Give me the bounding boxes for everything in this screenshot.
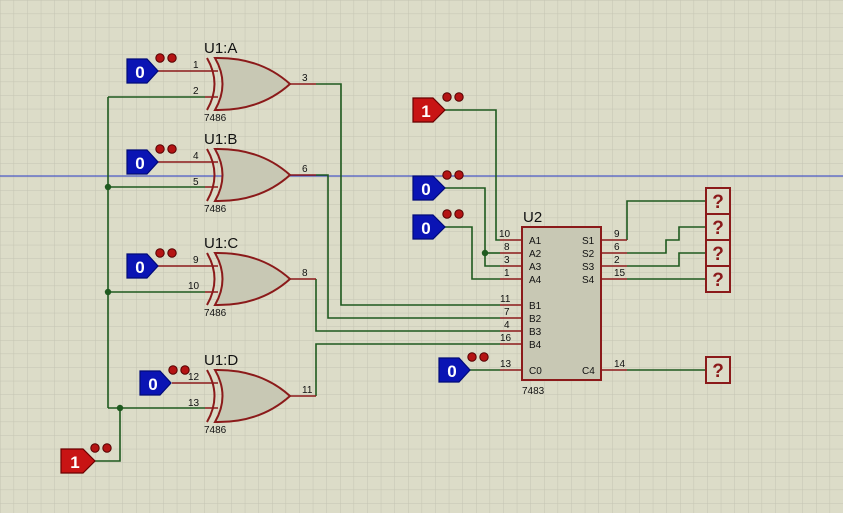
pin-number: 14 (614, 359, 626, 370)
logic-probe-s1[interactable]: ? (705, 187, 731, 215)
logic-input-d[interactable]: 0 (139, 365, 190, 396)
logic-input-c0[interactable]: 0 (438, 352, 489, 383)
input-state: 0 (148, 375, 157, 394)
part-number: 7486 (204, 204, 227, 215)
pin-number: 2 (193, 86, 199, 97)
pin-number: 13 (500, 359, 512, 370)
wires (95, 70, 706, 462)
probe-state: ? (712, 244, 724, 265)
chip-body (521, 226, 602, 381)
logic-input-mode[interactable]: 1 (60, 443, 112, 474)
pin-label-s3: S3 (582, 262, 595, 273)
pin-label-s1: S1 (582, 236, 595, 247)
logic-probe-s4[interactable]: ? (705, 265, 731, 293)
gate-label: U1:A (204, 40, 237, 57)
probe-state: ? (712, 218, 724, 239)
part-number: 7486 (204, 308, 227, 319)
pin-number: 6 (302, 164, 308, 175)
gate-label: U1:C (204, 235, 238, 252)
pin-label-a1: A1 (529, 236, 542, 247)
pin-number: 3 (504, 255, 510, 266)
input-state: 0 (447, 362, 456, 381)
part-number: 7483 (522, 386, 545, 397)
pin-label-c0: C0 (529, 366, 542, 377)
pin-number: 6 (614, 242, 620, 253)
probe-state: ? (712, 361, 724, 382)
pin-number: 9 (614, 229, 620, 240)
logic-input-a1[interactable]: 1 (412, 92, 464, 123)
logic-probe-c4[interactable]: ? (705, 356, 731, 384)
pin-number: 13 (188, 398, 200, 409)
input-state: 1 (70, 453, 79, 472)
input-state: 0 (421, 219, 430, 238)
input-state: 0 (135, 154, 144, 173)
pin-number: 11 (500, 294, 511, 305)
part-number: 7486 (204, 113, 227, 124)
xor-gate-u1a[interactable]: U1:A 1 2 3 7486 (193, 40, 316, 124)
gate-label: U1:D (204, 352, 238, 369)
pin-label-s4: S4 (582, 275, 595, 286)
adder-u2[interactable]: U2 7483 A1 A2 A3 A4 B1 B2 B3 B4 C0 S1 S2… (499, 209, 627, 397)
chip-label: U2 (523, 209, 542, 226)
pin-label-s2: S2 (582, 249, 595, 260)
logic-probe-s3[interactable]: ? (705, 239, 731, 267)
pin-label-b4: B4 (529, 340, 542, 351)
input-state: 0 (135, 258, 144, 277)
pin-number: 15 (614, 268, 626, 279)
pin-label-a2: A2 (529, 249, 542, 260)
pin-number: 16 (500, 333, 512, 344)
pin-label-b3: B3 (529, 327, 542, 338)
pin-label-b2: B2 (529, 314, 542, 325)
input-state: 1 (421, 102, 430, 121)
pin-label-a4: A4 (529, 275, 542, 286)
pin-label-b1: B1 (529, 301, 542, 312)
pin-number: 1 (504, 268, 510, 279)
pin-number: 4 (193, 151, 199, 162)
pin-number: 8 (302, 268, 308, 279)
input-state: 0 (135, 63, 144, 82)
pin-number: 3 (302, 73, 308, 84)
probe-state: ? (712, 192, 724, 213)
xor-gate-u1d[interactable]: U1:D 12 13 11 7486 (188, 352, 316, 436)
pin-number: 2 (614, 255, 620, 266)
pin-number: 7 (504, 307, 510, 318)
pin-number: 1 (193, 60, 199, 71)
pin-number: 10 (188, 281, 200, 292)
xor-gate-u1c[interactable]: U1:C 9 10 8 7486 (188, 235, 316, 319)
logic-input-a3[interactable]: 0 (412, 209, 464, 240)
input-state: 0 (421, 180, 430, 199)
pin-number: 12 (188, 372, 200, 383)
pin-number: 4 (504, 320, 510, 331)
pin-number: 11 (302, 385, 313, 396)
pin-number: 8 (504, 242, 510, 253)
xor-gate-u1b[interactable]: U1:B 4 5 6 7486 (193, 131, 316, 215)
pin-number: 5 (193, 177, 199, 188)
logic-input-c[interactable]: 0 (126, 248, 177, 279)
part-number: 7486 (204, 425, 227, 436)
gate-label: U1:B (204, 131, 237, 148)
probe-state: ? (712, 270, 724, 291)
pin-label-c4: C4 (582, 366, 595, 377)
logic-probe-s2[interactable]: ? (705, 213, 731, 241)
pin-number: 10 (499, 229, 511, 240)
pin-label-a3: A3 (529, 262, 542, 273)
logic-input-a[interactable]: 0 (126, 53, 177, 84)
logic-input-b[interactable]: 0 (126, 144, 177, 175)
pin-number: 9 (193, 255, 199, 266)
logic-input-a2[interactable]: 0 (412, 170, 464, 201)
